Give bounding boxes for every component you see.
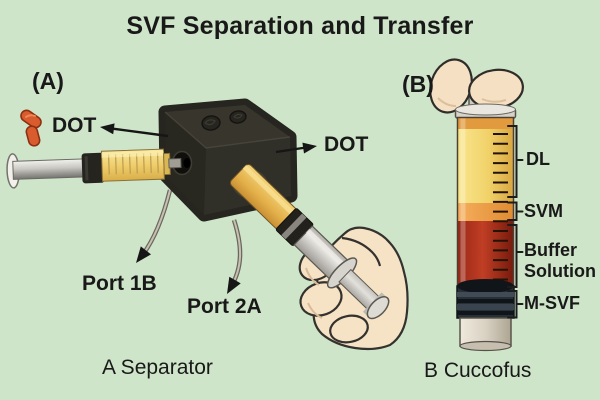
syringe-left — [6, 148, 182, 189]
layer-label-svm: SVM — [524, 201, 564, 221]
layer-label-dl: DL — [526, 149, 550, 169]
tube-layer-top-strip — [458, 118, 513, 129]
panel-b-caption: B Cuccofus — [424, 359, 532, 382]
arrow-port-2a — [227, 219, 243, 294]
layer-label-msvf: M-SVF — [524, 293, 580, 313]
port-hole-shadow — [183, 158, 191, 168]
arrow-dot-right — [275, 142, 317, 154]
dot-label-left: DOT — [52, 114, 97, 137]
panel-a-label: (A) — [32, 68, 64, 94]
plunger-shaft — [459, 317, 512, 352]
syringe-transfer — [229, 163, 390, 320]
layer-label-buffer: Buffer Solution — [524, 240, 596, 281]
dot-cap-icon — [20, 109, 42, 147]
figure-title: SVF Separation and Transfer — [126, 12, 474, 40]
dot-label-right: DOT — [324, 133, 369, 156]
arrow-dot-left — [100, 123, 169, 138]
layer-brackets — [507, 125, 524, 319]
holding-fingers — [429, 58, 524, 115]
port-2a-label: Port 2A — [187, 295, 262, 318]
panel-a-caption: A Separator — [102, 356, 213, 379]
collection-tube — [454, 103, 517, 352]
tube-layer-dl — [458, 129, 513, 203]
panel-b-label: (B) — [402, 71, 434, 97]
graduation-marks — [493, 133, 508, 281]
tube-layer-msvf — [456, 279, 515, 319]
tube-layer-svm — [458, 203, 513, 221]
arrow-port-1b — [136, 189, 173, 263]
top-mark-icons — [201, 110, 247, 131]
port-1b-label: Port 1B — [82, 272, 157, 295]
